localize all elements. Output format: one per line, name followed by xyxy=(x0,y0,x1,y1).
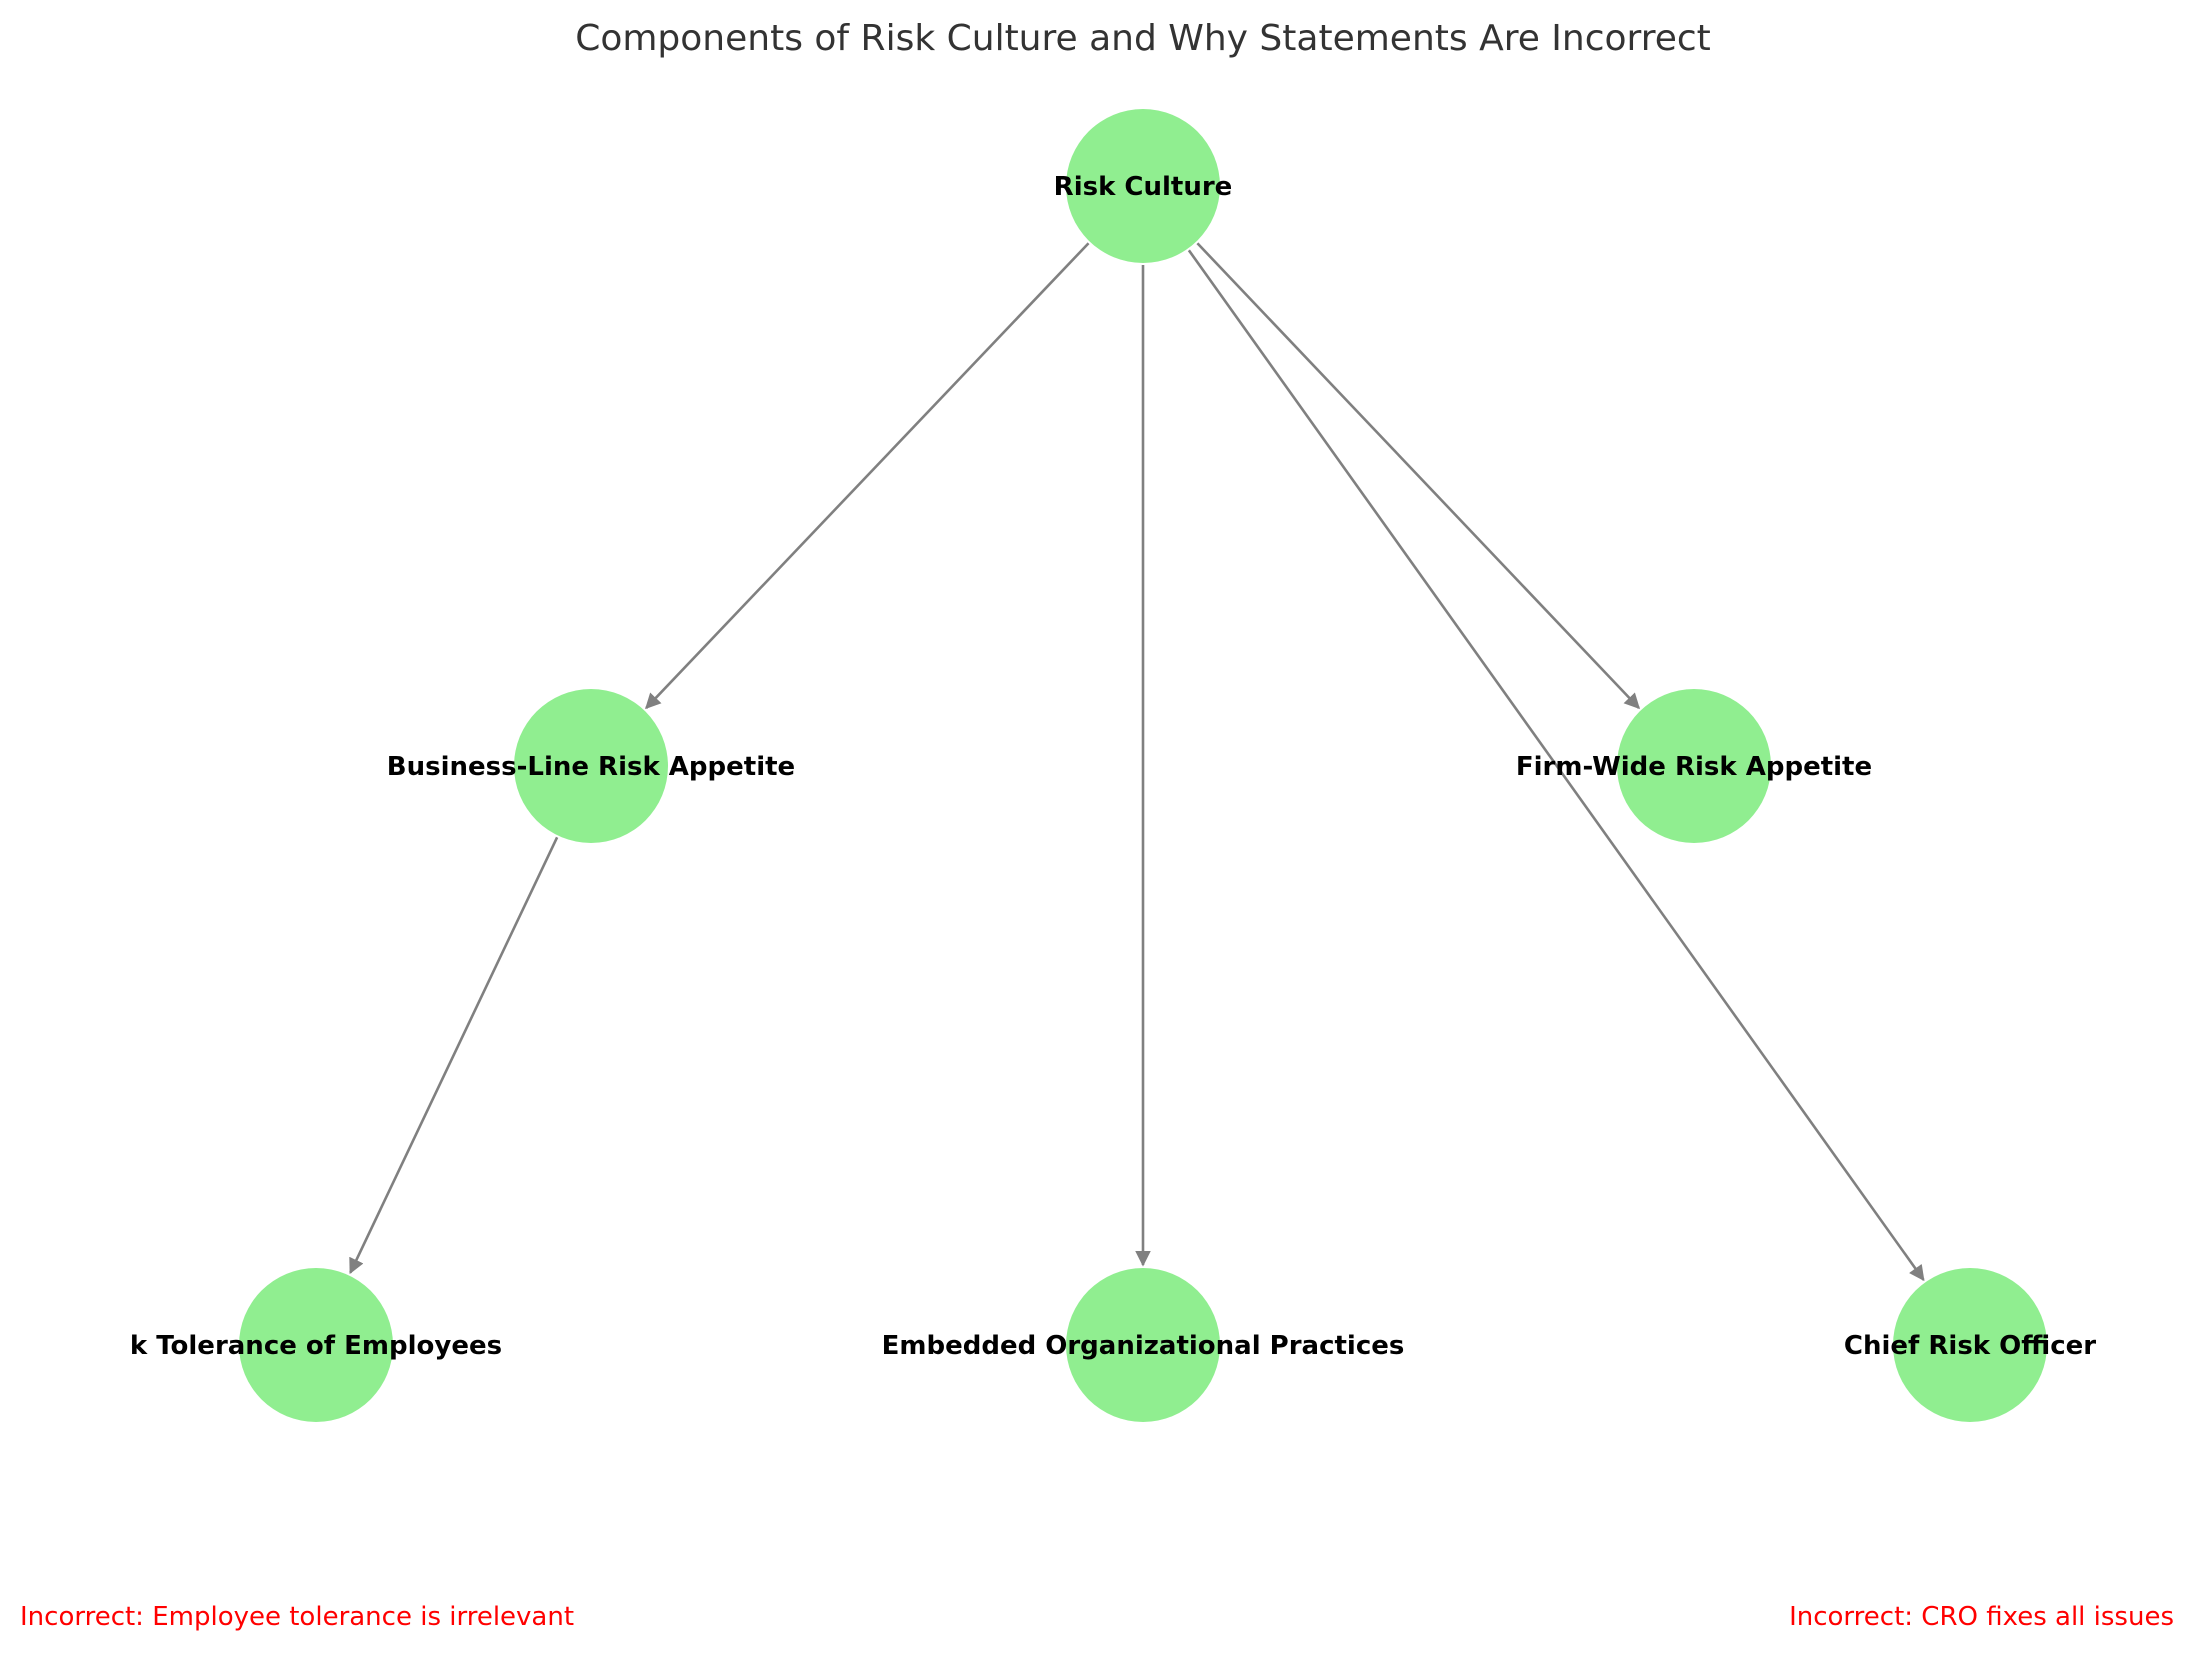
node-label-firm-wide: Firm-Wide Risk Appetite xyxy=(1516,752,1872,782)
notes-layer: Incorrect: Employee tolerance is irrelev… xyxy=(20,1602,2174,1632)
edge-risk_culture-to-firm_wide xyxy=(1196,242,1640,710)
node-label-risk-culture: Risk Culture xyxy=(1054,172,1233,202)
edge-risk_culture-to-business_line xyxy=(645,242,1090,710)
note-employee-note: Incorrect: Employee tolerance is irrelev… xyxy=(20,1602,574,1632)
node-cro xyxy=(1893,1268,2047,1422)
note-cro-note: Incorrect: CRO fixes all issues xyxy=(1789,1602,2174,1632)
node-label-business-line: Business-Line Risk Appetite xyxy=(387,752,795,782)
node-label-employee-tolerance: k Tolerance of Employees xyxy=(130,1331,502,1361)
node-embedded-practices xyxy=(1066,1268,1220,1422)
node-firm-wide xyxy=(1617,689,1771,843)
diagram-title: Components of Risk Culture and Why State… xyxy=(575,18,1711,59)
node-label-embedded-practices: Embedded Organizational Practices xyxy=(882,1331,1405,1361)
edge-business_line-to-employee_tolerance xyxy=(349,836,559,1275)
node-risk-culture xyxy=(1066,109,1220,263)
node-employee-tolerance xyxy=(239,1268,393,1422)
edge-risk_culture-to-cro xyxy=(1187,249,1925,1282)
node-business-line xyxy=(514,689,668,843)
node-label-cro: Chief Risk Officer xyxy=(1844,1331,2096,1361)
edges-layer xyxy=(349,242,1925,1282)
